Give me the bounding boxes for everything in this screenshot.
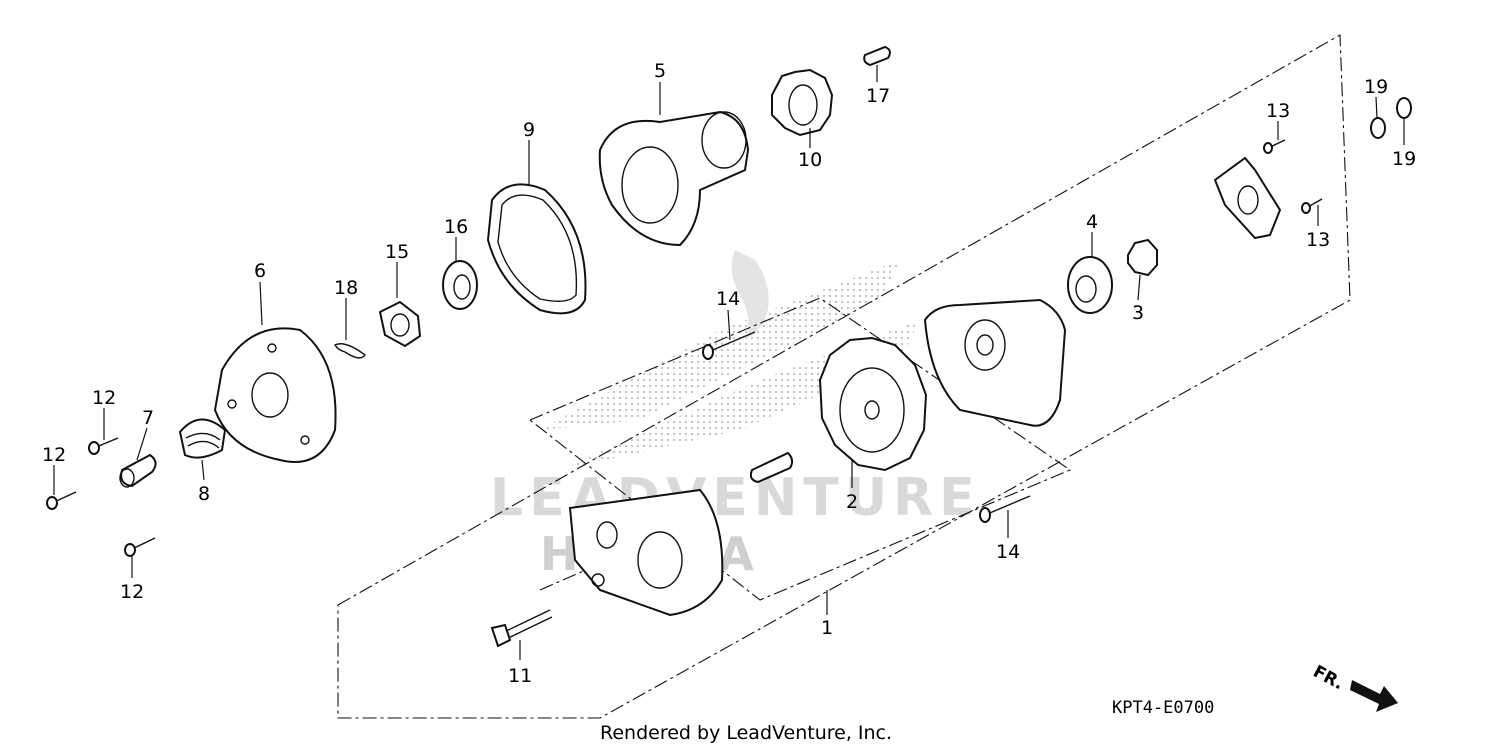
watermark-flame (731, 250, 769, 340)
rear-cover-part (568, 488, 724, 617)
stud-bolt-part (749, 451, 794, 484)
spring-part (178, 418, 227, 459)
clip-part (334, 343, 366, 359)
inner-rotor-part (1127, 238, 1158, 277)
bolt-11-part (490, 609, 553, 648)
callout-12-c: 12 (120, 581, 144, 603)
callout-6: 6 (254, 260, 266, 282)
pump-body-part (923, 298, 1067, 427)
callout-13-b: 13 (1306, 229, 1330, 251)
front-arrow-icon (1350, 680, 1398, 712)
front-direction-label: FR. (1310, 662, 1347, 694)
washer-part (442, 260, 478, 310)
callout-15: 15 (385, 241, 409, 263)
o-ring-19-b (1396, 97, 1412, 119)
pump-cover-part (213, 327, 337, 463)
small-gear-part (771, 68, 834, 137)
leader-lines (53, 65, 1405, 660)
housing-part (598, 110, 750, 247)
callout-18: 18 (334, 277, 358, 299)
callout-12-a: 12 (92, 387, 116, 409)
plate-part (1213, 156, 1282, 240)
callout-1: 1 (821, 617, 833, 639)
screw-12-b (46, 491, 77, 510)
screw-13-a (1263, 139, 1286, 154)
watermark-wing-logo (540, 260, 920, 470)
bolt-14-b (979, 495, 1031, 523)
callout-13-a: 13 (1266, 100, 1290, 122)
callout-4: 4 (1086, 211, 1098, 233)
pin-part (119, 453, 157, 488)
callout-11: 11 (508, 665, 532, 687)
callout-17: 17 (866, 85, 890, 107)
callout-7: 7 (142, 407, 154, 429)
callout-19-b: 19 (1392, 148, 1416, 170)
callout-14-a: 14 (716, 288, 740, 310)
callout-19-a: 19 (1364, 76, 1388, 98)
outer-rotor-part (1067, 256, 1113, 314)
o-ring-19-a (1370, 117, 1386, 139)
sprocket-part (818, 336, 928, 472)
nut-part (378, 300, 422, 348)
bolt-14-a (702, 331, 756, 360)
credit-text: Rendered by LeadVenture, Inc. (600, 722, 892, 744)
key-part (863, 45, 891, 67)
diagram-code: KPT4-E0700 (1112, 698, 1214, 718)
callout-10: 10 (798, 149, 822, 171)
gasket-part (486, 183, 587, 315)
callout-2: 2 (846, 491, 858, 513)
callout-14-b: 14 (996, 541, 1020, 563)
callout-3: 3 (1132, 302, 1144, 324)
callout-16: 16 (444, 216, 468, 238)
callout-9: 9 (523, 119, 535, 141)
screw-12-a (88, 437, 119, 455)
front-direction-indicator: FR. (1310, 662, 1398, 712)
callout-8: 8 (198, 483, 210, 505)
assembly-outline (337, 34, 1351, 719)
screw-13-b (1301, 198, 1323, 214)
callout-5: 5 (654, 60, 666, 82)
screw-12-c (124, 537, 156, 557)
callout-12-b: 12 (42, 444, 66, 466)
